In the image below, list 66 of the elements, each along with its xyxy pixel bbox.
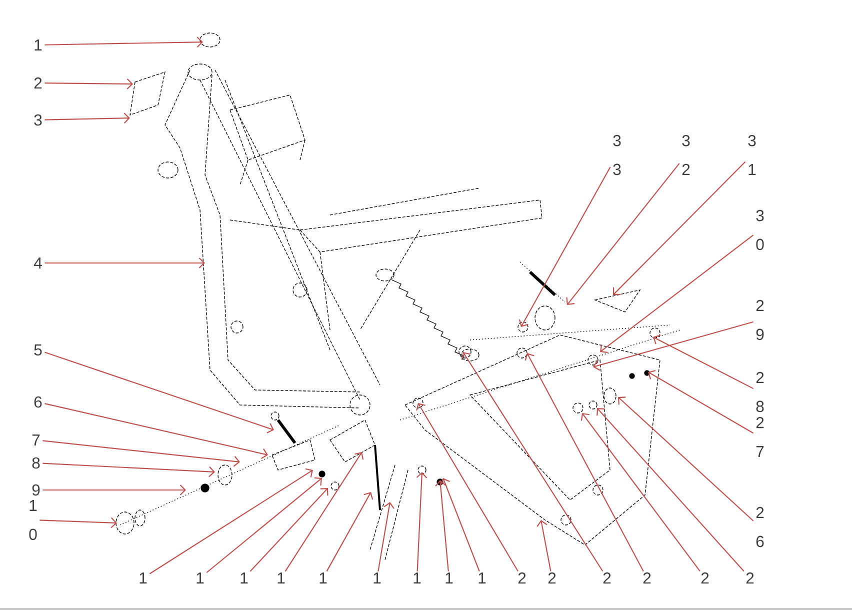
leader-line — [461, 352, 604, 572]
callout-number: 1 — [320, 572, 327, 584]
leader-line — [378, 502, 394, 572]
leader-line — [566, 163, 680, 305]
leader-line — [653, 334, 754, 390]
callout-number: 2 — [643, 572, 651, 584]
callout-number: 7 — [32, 434, 40, 446]
callout-number: 2 6 — [756, 506, 764, 548]
leader-line — [596, 408, 744, 572]
leader-line — [44, 258, 205, 268]
callout-number: 1 — [478, 572, 486, 584]
callout-number: 3 2 — [682, 135, 690, 175]
leader-line — [440, 478, 480, 572]
leader-line — [580, 413, 700, 572]
callout-number: 2 8 — [756, 372, 764, 412]
callout-number: 2 — [548, 572, 556, 584]
callout-number: 5 — [34, 344, 42, 356]
callout-number: 4 — [34, 258, 42, 268]
callout-number: 8 — [32, 457, 40, 469]
leader-line — [44, 78, 133, 90]
leader-line — [536, 520, 552, 572]
callout-number: 3 1 — [748, 135, 756, 175]
leader-line — [44, 112, 130, 124]
callout-number: 1 — [34, 40, 42, 50]
callout-number: 2 — [34, 77, 42, 89]
leader-line — [416, 472, 428, 572]
callout-number: 9 — [32, 484, 40, 496]
leader-line — [435, 480, 449, 572]
leader-line — [42, 440, 240, 467]
leader-line — [518, 166, 611, 327]
callout-number: 1 0 — [29, 500, 37, 540]
callout-number: 3 3 — [613, 134, 621, 176]
leader-line — [40, 517, 117, 528]
callout-number: 6 — [34, 396, 42, 408]
callout-number: 1 — [278, 572, 285, 584]
callout-number: 1 — [414, 572, 421, 584]
leader-line — [326, 492, 374, 572]
leader-line — [44, 36, 203, 48]
leader-line — [149, 468, 313, 574]
callout-number: 1 — [240, 572, 248, 584]
leader-line — [44, 403, 268, 460]
leader-line — [42, 484, 186, 496]
leader-line — [284, 452, 364, 572]
leader-line — [524, 353, 644, 572]
callout-number: 2 7 — [756, 417, 764, 457]
callout-number: 2 — [518, 572, 526, 584]
callout-number: 1 — [140, 572, 147, 584]
leader-line — [44, 352, 274, 434]
leader-line — [206, 477, 322, 573]
leader-line — [42, 462, 215, 478]
leader-line — [600, 234, 754, 354]
leader-line — [612, 161, 746, 295]
callout-number: 1 — [374, 572, 381, 584]
callout-number: 2 — [701, 572, 709, 584]
callout-number: 1 — [446, 572, 453, 584]
leader-line — [250, 488, 328, 572]
callout-number: 3 — [34, 114, 42, 126]
callout-number: 2 — [746, 572, 754, 584]
leader-line — [593, 321, 754, 371]
callout-number: 1 — [196, 572, 204, 584]
callout-number: 2 — [603, 572, 611, 584]
callout-number: 3 0 — [756, 210, 764, 250]
leader-line — [648, 370, 754, 434]
callout-number: 2 9 — [756, 300, 764, 340]
leader-line — [618, 396, 754, 522]
leader-line — [416, 403, 518, 572]
